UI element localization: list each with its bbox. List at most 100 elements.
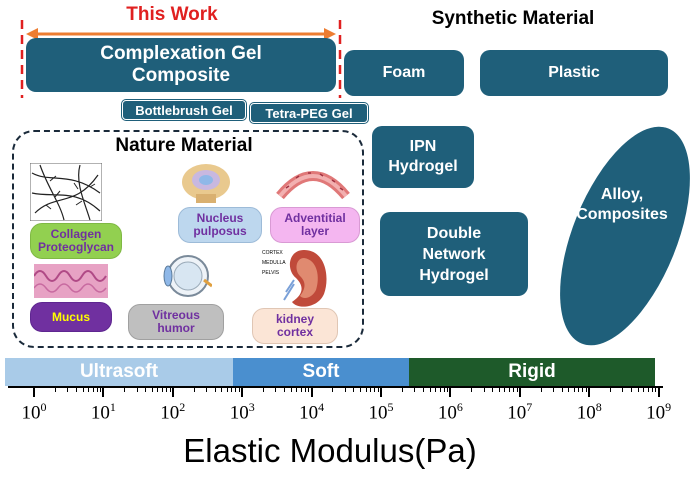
dn-line2: Network [422,245,486,263]
this-work-range-arrow [20,20,342,98]
axis-minor-tick [647,387,649,392]
vitreous-line2: humor [157,321,195,335]
axis-minor-tick [332,387,334,392]
axis-minor-tick [275,387,277,392]
complexation-gel-line2: Composite [131,65,231,86]
alloy-composites-ellipse [560,126,690,346]
axis-line [8,386,663,388]
axis-major-tick [310,387,313,397]
collagen-fiber-image [30,163,102,221]
kidney-cortex-text: CORTEX [262,250,283,256]
axis-minor-tick [582,387,584,392]
axis-minor-tick [166,387,168,392]
axis-minor-tick [443,387,445,392]
axis-minor-tick [151,387,153,392]
this-work-label: This Work [126,4,218,25]
ipn-line1: IPN [409,138,437,155]
axis-tick-label: 104 [299,400,325,424]
axis-major-tick [380,387,382,397]
axis-minor-tick [75,387,77,392]
vitreous-eye-image [163,255,212,297]
collagen-line1: Collagen [50,227,102,241]
axis-minor-tick [370,387,372,392]
axis-minor-tick [422,387,424,392]
axis-minor-tick [82,387,84,392]
axis-minor-tick [414,387,416,392]
axis-minor-tick [435,387,436,392]
axis-minor-tick [145,387,147,392]
complexation-gel-composite-box: Complexation Gel Composite [26,38,336,92]
kidney-medulla-text: MEDULLA [262,260,286,266]
axis-major-tick [518,387,521,397]
axis-minor-tick [651,387,653,392]
axis-minor-tick [157,387,159,392]
axis-major-tick [588,387,591,397]
axis-minor-tick [353,387,355,392]
axis-minor-tick [573,387,575,392]
axis-major-tick [171,387,174,397]
plastic-box: Plastic [480,50,668,96]
synthetic-material-title: Synthetic Material [431,8,595,29]
axis-minor-tick [344,387,346,392]
alloy-composites-label: Alloy, Composites [572,180,672,230]
axis-minor-tick [637,387,639,392]
kidney-line1: kidney [275,312,314,326]
ipn-hydrogel-box: IPN Hydrogel [372,126,474,188]
axis-tick-label: 101 [90,400,116,424]
axis-minor-tick [513,387,515,392]
axis-minor-tick [622,387,624,392]
axis-minor-tick [193,387,195,392]
axis-minor-tick [492,387,494,392]
axis-minor-tick [509,387,511,392]
axis-minor-tick [124,387,126,392]
axis-major-tick [102,387,105,397]
axis-minor-tick [552,387,554,392]
axis-tick-label: 106 [437,400,463,424]
axis-minor-tick [360,387,362,392]
kidney-line2: cortex [276,325,314,339]
axis-minor-tick [401,387,403,392]
axis-minor-tick [643,387,645,392]
axis-major-tick [449,387,452,397]
axis-minor-tick [100,387,102,392]
kidney-pelvis-text: PELVIS [262,270,280,276]
axis-tick-label: 100 [21,400,47,424]
axis-minor-tick [54,387,56,392]
axis-minor-tick [88,387,89,392]
foam-box: Foam [344,50,464,96]
axis-minor-tick [290,387,292,392]
axis-major-tick [33,387,35,397]
axis-minor-tick [561,387,563,392]
axis-minor-tick [67,387,69,392]
axis-tick-label: 108 [576,400,602,424]
axis-minor-tick [136,387,138,392]
axis-minor-tick [610,387,612,392]
axis-minor-tick [447,387,449,392]
rigid-segment: Rigid [409,358,655,386]
nucleus-line1: Nucleus [196,211,244,225]
axis-minor-tick [504,387,506,392]
vitreous-line1: Vitreous [152,308,200,322]
adventitial-line2: layer [300,224,330,238]
axis-minor-tick [221,387,223,392]
nucleus-pulposus-image [182,164,230,203]
axis-tick-label: 105 [368,400,394,424]
axis-minor-tick [374,387,376,392]
axis-minor-tick [630,387,632,392]
vitreous-humor-label: Vitreous humor [128,304,224,340]
double-network-hydrogel-box: Double Network Hydrogel [380,212,528,296]
axis-major-tick [657,387,660,397]
axis-minor-tick [568,387,570,392]
adventitial-layer-image [276,171,350,200]
axis-minor-tick [162,387,164,392]
mucus-tissue-image [34,264,108,298]
axis-minor-tick [540,387,542,392]
axis-minor-tick [655,387,657,392]
axis-minor-tick [429,387,431,392]
axis-minor-tick [231,387,233,392]
axis-minor-tick [578,387,580,392]
axis-minor-tick [169,387,171,392]
axis-major-tick [241,387,244,397]
nature-material-title: Nature Material [115,135,253,156]
axis-minor-tick [498,387,500,392]
